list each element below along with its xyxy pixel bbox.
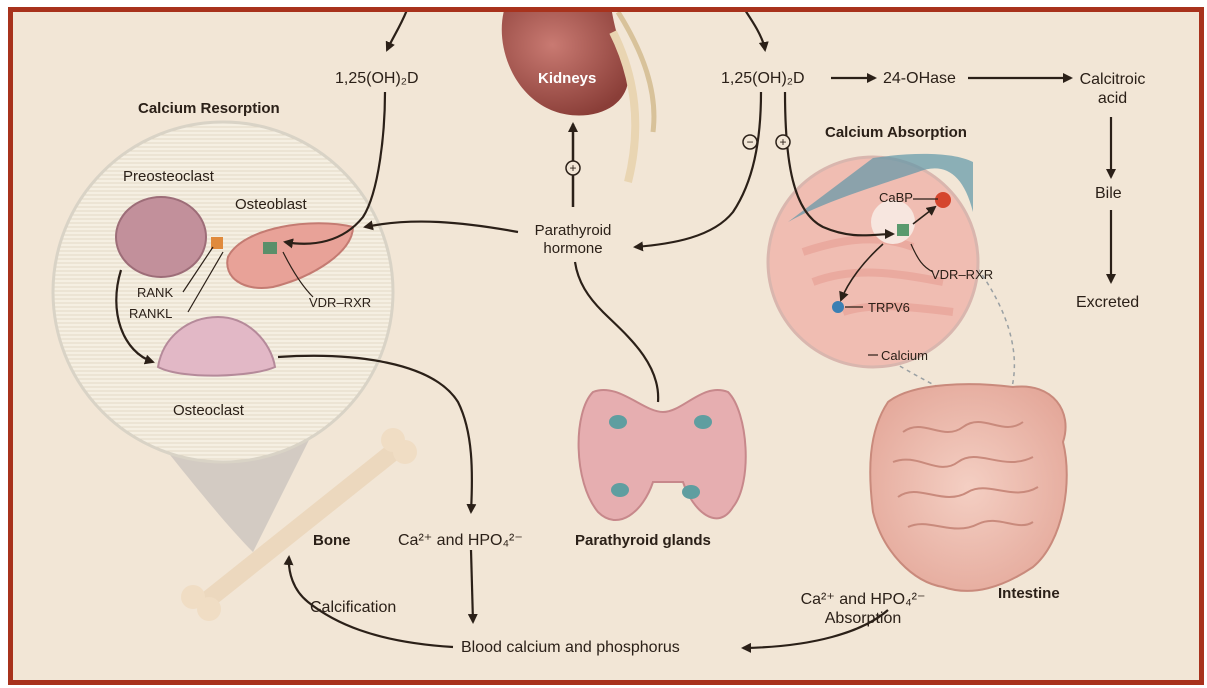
vdr-rxr-right-label: VDR–RXR	[931, 266, 993, 284]
calcitroic-acid-label: Calcitroic acid	[1075, 70, 1150, 108]
24-ohase-label: 24-OHase	[883, 70, 956, 88]
calcium-absorption-title: Calcium Absorption	[825, 124, 967, 142]
osteoclast-label: Osteoclast	[173, 402, 244, 420]
plus-sign-vitd-glyph: +	[775, 133, 791, 151]
parathyroid-glands-label: Parathyroid glands	[575, 532, 711, 550]
intestine-label: Intestine	[998, 585, 1060, 603]
vitamin-d-left-label: 1,25(OH)₂D	[335, 70, 419, 88]
trpv6-label: TRPV6	[868, 299, 910, 317]
calcium-resorption-title: Calcium Resorption	[138, 100, 280, 118]
bone-label: Bone	[313, 532, 351, 550]
kidney-illustration	[502, 12, 654, 182]
blood-calcium-phosphorus-label: Blood calcium and phosphorus	[461, 639, 680, 657]
kidneys-label: Kidneys	[538, 70, 596, 88]
bile-label: Bile	[1095, 185, 1122, 203]
excreted-label: Excreted	[1076, 294, 1139, 312]
vitamin-d-right-label: 1,25(OH)₂D	[721, 70, 805, 88]
calcification-label: Calcification	[310, 599, 396, 617]
ca-hpo-middle-label: Ca²⁺ and HPO₄²⁻	[398, 532, 523, 550]
intestine-illustration	[870, 384, 1067, 591]
minus-sign-glyph: −	[742, 133, 758, 151]
vdr-rxr-left-label: VDR–RXR	[309, 294, 371, 312]
osteoblast-label: Osteoblast	[235, 196, 307, 214]
absorption-magnifier	[768, 154, 978, 367]
diagram-frame: + − + 1,25(OH)₂D Kidneys 1,25(OH)₂D 24-O…	[8, 7, 1204, 685]
preosteoclast-label: Preosteoclast	[123, 168, 214, 186]
rank-label: RANK	[137, 284, 173, 302]
parathyroid-hormone-label: Parathyroid hormone	[513, 222, 633, 258]
cabp-label: CaBP	[879, 189, 913, 207]
ca-hpo-absorption-label: Ca²⁺ and HPO₄²⁻	[788, 591, 938, 609]
preosteoclast-cell	[116, 197, 206, 277]
plus-sign-pth-glyph: +	[565, 159, 581, 177]
parathyroid-illustration	[579, 390, 746, 520]
rankl-label: RANKL	[129, 305, 172, 323]
absorption-label: Absorption	[788, 610, 938, 628]
calcium-label: Calcium	[881, 347, 928, 365]
